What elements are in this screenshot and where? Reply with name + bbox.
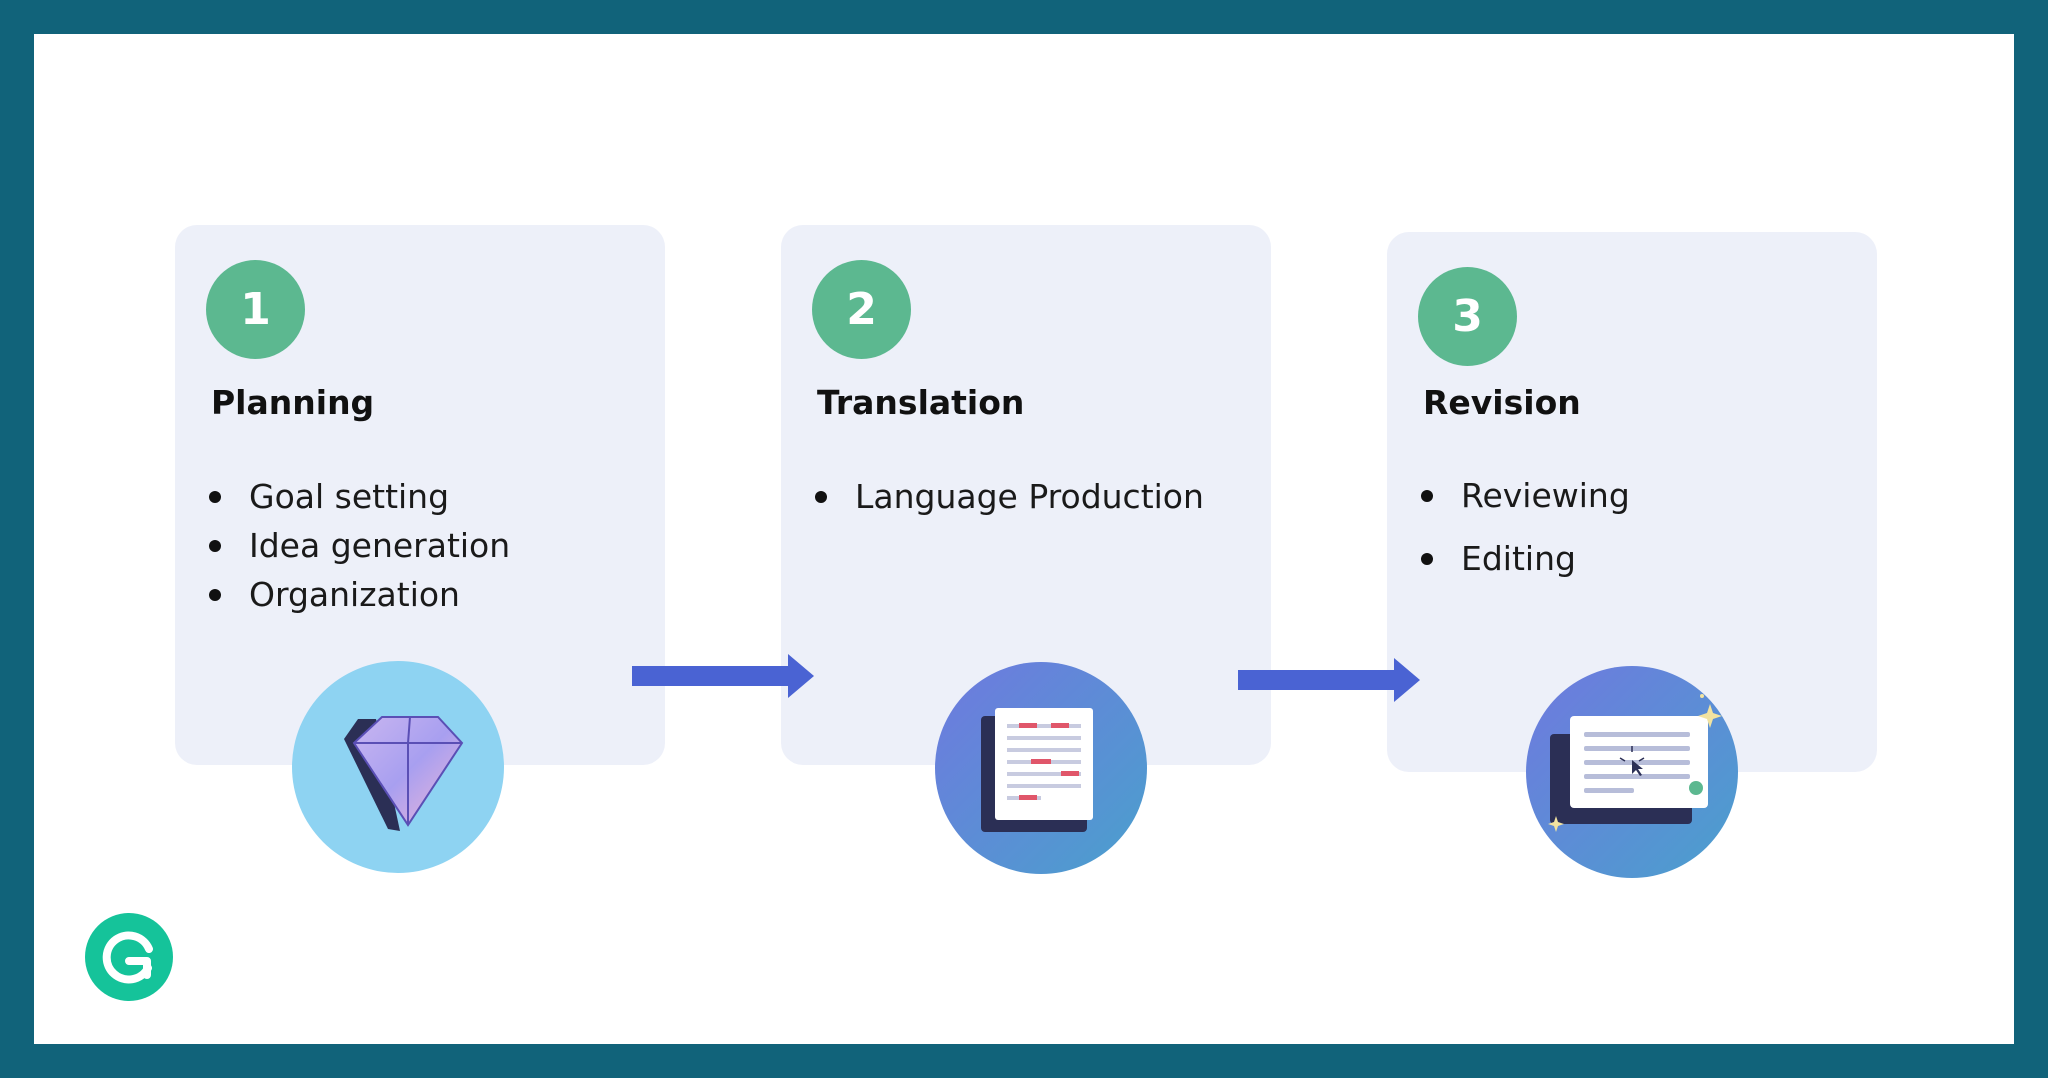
diamond-icon [292, 661, 504, 873]
list-item: Goal setting [209, 472, 510, 521]
list-item: Reviewing [1421, 464, 1630, 527]
step-title: Planning [211, 383, 375, 422]
step-number-badge: 2 [812, 260, 911, 359]
step-number-badge: 1 [206, 260, 305, 359]
step-title: Revision [1423, 383, 1581, 422]
step-item-list: Goal setting Idea generation Organizatio… [209, 472, 510, 619]
step-item-list: Language Production [815, 472, 1204, 521]
step-title: Translation [817, 383, 1025, 422]
document-icon [935, 662, 1147, 874]
diagram-canvas: 1 Planning Goal setting Idea generation … [34, 34, 2014, 1044]
step-item-list: Reviewing Editing [1421, 464, 1630, 590]
list-item: Idea generation [209, 521, 510, 570]
step-number-badge: 3 [1418, 267, 1517, 366]
arrow-right-icon [1238, 658, 1420, 702]
revised-document-icon [1526, 666, 1738, 878]
grammarly-logo-icon [85, 913, 173, 1001]
arrow-right-icon [632, 654, 814, 698]
step-card-translation: 2 Translation Language Production [781, 225, 1271, 765]
list-item: Editing [1421, 527, 1630, 590]
list-item: Organization [209, 570, 510, 619]
list-item: Language Production [815, 472, 1204, 521]
